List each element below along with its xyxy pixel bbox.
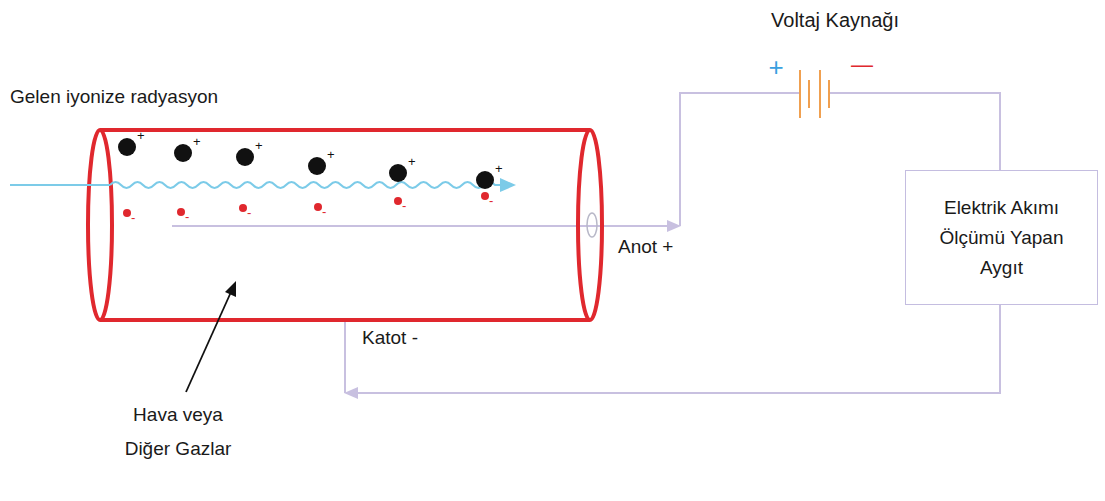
node-text: Elektrik Akımı Ölçümü Yapan Aygıt xyxy=(923,193,1080,283)
meter-box: Elektrik Akımı Ölçümü Yapan Aygıt xyxy=(905,170,1098,305)
charge-sign: + xyxy=(495,161,503,177)
charge-sign: + xyxy=(255,138,263,154)
charge-sign: + xyxy=(408,154,416,170)
charge-sign: - xyxy=(402,198,406,214)
charge-sign: - xyxy=(185,209,189,225)
text-label: Gelen iyonize radyasyon xyxy=(10,86,218,109)
charge-sign: - xyxy=(247,205,251,221)
charge-sign: + xyxy=(137,128,145,144)
charge-sign: - xyxy=(322,204,326,220)
gas-label: Hava veya Diğer Gazlar xyxy=(123,398,233,466)
text-label: + xyxy=(768,52,783,83)
text-label: Voltaj Kaynağı xyxy=(771,8,899,32)
charge-sign: - xyxy=(131,210,135,226)
charge-sign: + xyxy=(327,147,335,163)
charge-sign: + xyxy=(193,134,201,150)
text-label: Katot - xyxy=(362,327,418,350)
text-label: — xyxy=(851,52,873,78)
charge-sign: - xyxy=(489,193,493,209)
text-label: Anot + xyxy=(618,236,673,259)
